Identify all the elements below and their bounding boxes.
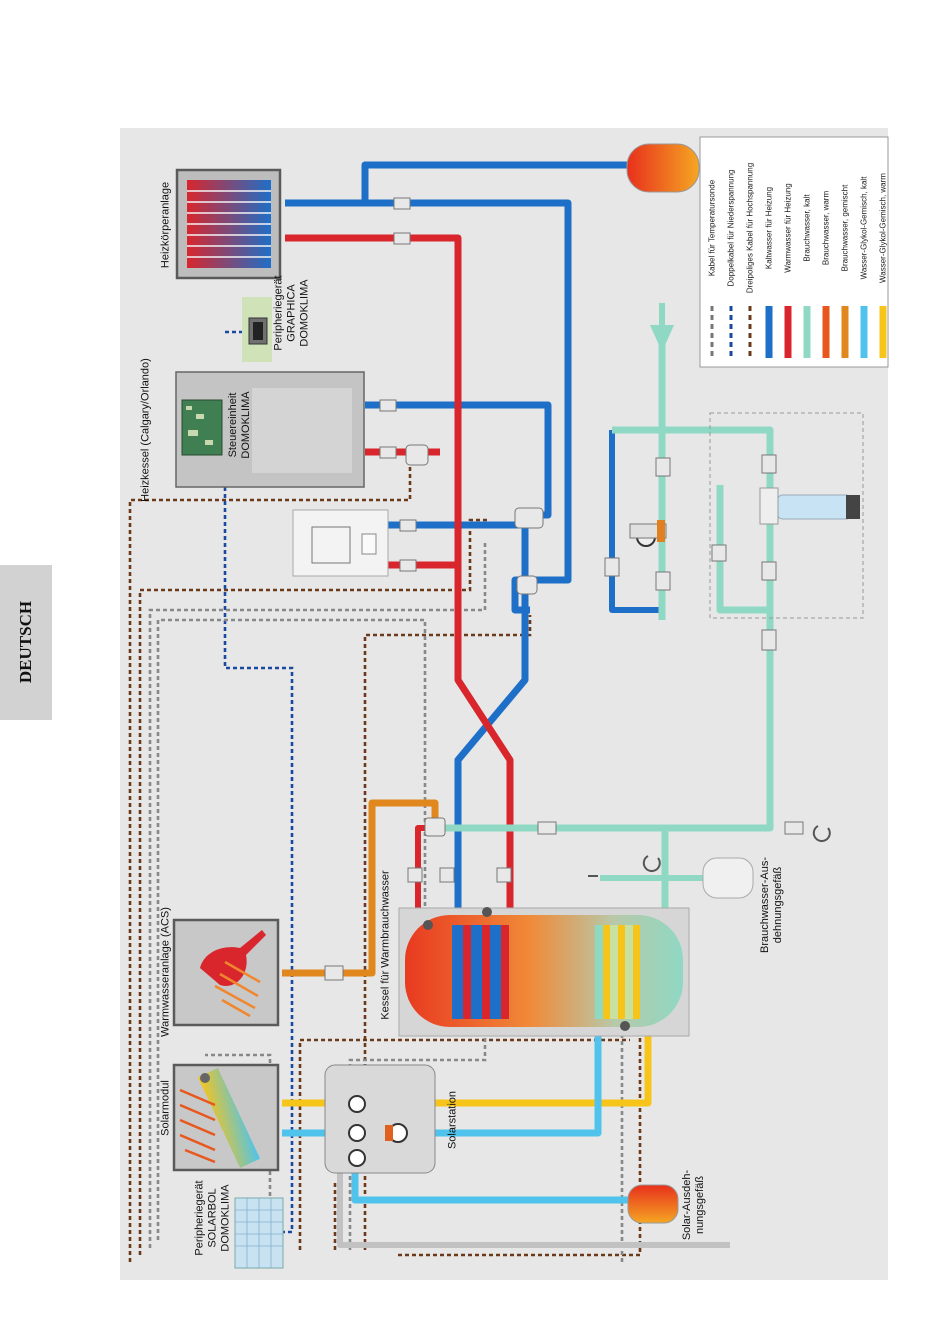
graphica-device (242, 297, 272, 362)
label-solar-station: Solarstation (446, 1090, 459, 1150)
cable-high-voltage (128, 465, 412, 1262)
mixing-valve (629, 520, 667, 547)
legend-label: Doppelkabel für Niederspannung (726, 169, 736, 287)
solar-expansion-vessel (627, 1184, 679, 1224)
dhw-expansion-vessel (702, 857, 754, 899)
cable-sensor (148, 540, 487, 1248)
pipe-glycol-cold (351, 1165, 632, 1204)
label-control-unit: Steuereinheit DOMOKLIMA (227, 391, 252, 459)
legend-label: Brauchwasser, warm (821, 190, 831, 266)
legend-label: Kabel für Temperatursonde (707, 179, 717, 277)
cable-high-voltage (398, 1020, 642, 1257)
label-dhw-system: Warmwasseranlage (ACS) (159, 907, 172, 1037)
label-boiler: Heizkessel (Calgary/Orlando) (139, 358, 152, 502)
legend-label: Warmwasser für Heizung (783, 183, 793, 273)
pipe-glycol-cold (435, 1020, 602, 1137)
radiator (175, 168, 282, 280)
label-dhw-tank: Kessel für Warmbrauchwasser (379, 870, 392, 1020)
legend-label: Dreipoliges Kabel für Hochspannung (745, 162, 755, 294)
label-solar-expansion-vessel: Solar-Ausdeh- nungsgefäß (681, 1169, 706, 1241)
cable-high-voltage (138, 518, 490, 1255)
legend-label: Wasser-Glykol-Gemisch, kalt (859, 176, 869, 280)
label-graphica-device: Peripheriegerät GRAPHICA DOMOKLIMA (272, 275, 311, 351)
label-solar-module: Solarmodul (159, 1080, 172, 1136)
cable-sensor (205, 1053, 272, 1245)
pipe-glycol-warm (435, 1020, 652, 1107)
legend-label: Wasser-Glykol-Gemisch, warm (878, 173, 888, 283)
legend-label: Kaltwasser für Heizung (764, 186, 774, 270)
storage-tank (398, 907, 690, 1037)
pipe-domestic-cold (445, 426, 774, 832)
label-radiator-system: Heizkörperanlage (159, 181, 172, 269)
solar-station (324, 1064, 436, 1174)
legend-label: Brauchwasser, kalt (802, 194, 812, 262)
heating-expansion-vessel (626, 143, 700, 193)
cable-high-voltage (298, 1038, 630, 1250)
taps (588, 825, 831, 877)
cable-low-voltage (223, 480, 294, 1234)
label-solarbol-device: Peripheriegerät SOLARBOL DOMOKLIMA (193, 1180, 232, 1256)
legend-label: Brauchwasser, gemischt (840, 184, 850, 272)
label-dhw-expansion-vessel: Brauchwasser-Aus- dehnungsgefäß (759, 857, 784, 953)
dhw-heater (172, 918, 280, 1027)
solar-coil (595, 925, 640, 1019)
pipe-heating-cold (454, 630, 529, 935)
cable-sensor (620, 1008, 630, 1262)
boiler (175, 371, 365, 488)
pipe-heating-cold (609, 430, 662, 613)
language-tab (0, 565, 52, 720)
pipe-domestic-cold (716, 485, 770, 614)
valves (324, 197, 804, 981)
solar-collector (172, 1063, 280, 1172)
heating-coil (452, 925, 509, 1019)
water-treatment-area (709, 412, 864, 619)
solarbol-device (234, 1197, 284, 1269)
inflow-arrow-icon (650, 303, 674, 352)
hydraulic-module (292, 509, 389, 577)
pipe-heating-cold (361, 161, 630, 203)
legend-swatches (710, 306, 887, 358)
pipe-heating-cold (285, 199, 572, 614)
pipe-overflow (337, 1165, 730, 1248)
